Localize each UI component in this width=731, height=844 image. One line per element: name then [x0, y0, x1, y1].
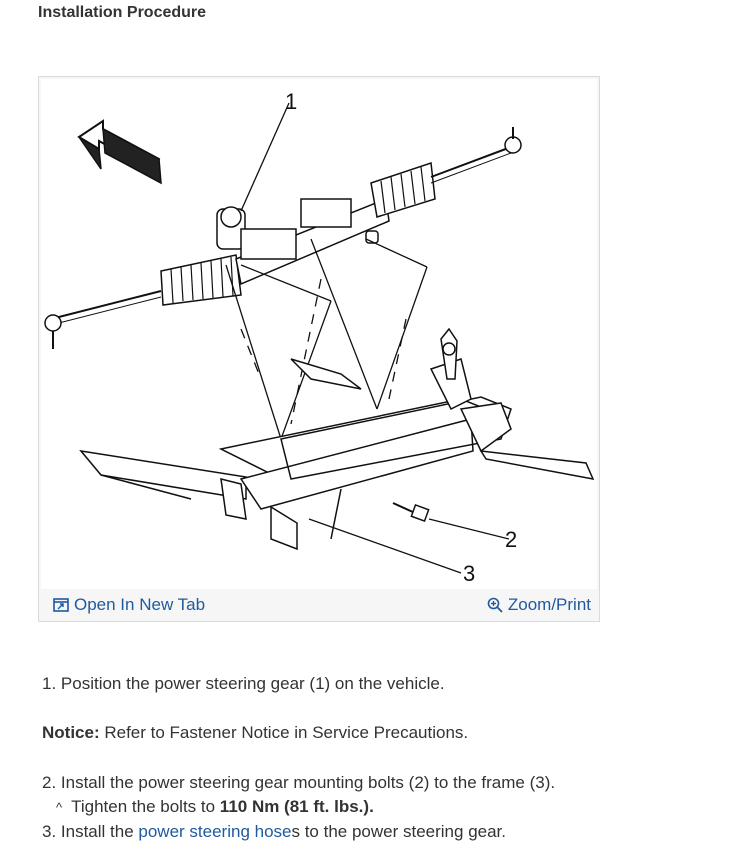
mounting-bolt — [392, 502, 430, 522]
step-1: 1. Position the power steering gear (1) … — [42, 674, 445, 693]
open-in-new-tab-label: Open In New Tab — [74, 595, 206, 614]
steering-gear-diagram — [41, 79, 597, 589]
bullet-icon: ^ — [56, 800, 63, 815]
notice: Notice: Refer to Fastener Notice in Serv… — [42, 723, 468, 743]
torque-value: 110 Nm (81 ft. lbs.). — [219, 797, 374, 816]
step-3-suffix: s to the power steering gear. — [291, 822, 507, 841]
frame — [79, 327, 595, 551]
page-title: Installation Procedure — [38, 4, 207, 21]
forward-arrow-icon — [77, 119, 162, 185]
zoom-print-link[interactable]: Zoom/Print — [487, 595, 591, 615]
tighten-prefix: Tighten the bolts to — [71, 797, 220, 816]
figure-container: 1 2 3 Open In New Tab Zoom/Print — [38, 76, 600, 622]
callout-2: 2 — [505, 527, 518, 552]
zoom-magnifier-icon — [487, 597, 503, 613]
open-in-new-tab-link[interactable]: Open In New Tab — [53, 595, 205, 615]
step-3: 3. Install the power steering hoses to t… — [42, 822, 506, 842]
steering-rack — [44, 127, 522, 349]
open-new-tab-icon — [53, 598, 69, 612]
power-steering-hose-link[interactable]: power steering hose — [138, 822, 292, 841]
notice-label: Notice: — [42, 723, 100, 742]
torque-spec: ^ Tighten the bolts to 110 Nm (81 ft. lbs… — [56, 797, 374, 817]
notice-text: Refer to Fastener Notice in Service Prec… — [99, 723, 469, 742]
step-3-prefix: 3. Install the — [42, 822, 139, 841]
callout-1: 1 — [285, 89, 298, 114]
callout-3: 3 — [463, 561, 476, 586]
zoom-print-label: Zoom/Print — [507, 595, 591, 614]
step-2: 2. Install the power steering gear mount… — [42, 773, 556, 792]
